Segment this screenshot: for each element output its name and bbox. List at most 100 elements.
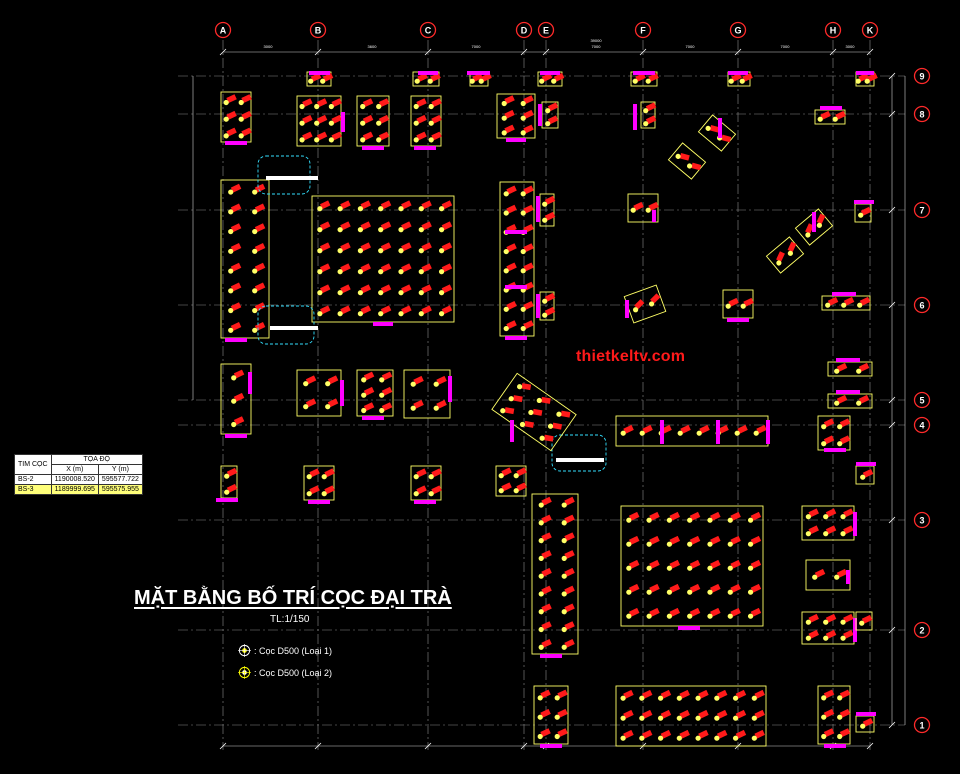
pile-marker	[327, 398, 339, 408]
pile	[643, 102, 657, 114]
pile-circle	[821, 714, 827, 720]
pile	[224, 483, 238, 495]
pile-marker	[319, 242, 331, 252]
pile-cap	[855, 465, 875, 485]
pile-circle	[639, 430, 645, 436]
pile-marker	[506, 320, 517, 330]
pile-marker	[360, 263, 372, 273]
grid-bubble-circle	[309, 21, 327, 39]
pile	[821, 435, 835, 447]
tie-beam	[362, 416, 384, 420]
pile	[676, 689, 690, 701]
pile-marker	[501, 467, 512, 477]
pile	[503, 243, 517, 255]
pile-marker	[641, 729, 653, 739]
pile	[787, 241, 797, 256]
grid-bubble-label: 4	[919, 421, 924, 431]
grid-bubble-circle	[913, 621, 931, 639]
pile-marker	[564, 603, 575, 613]
pile	[520, 243, 534, 255]
pile-cap	[817, 415, 851, 451]
pile	[410, 399, 424, 411]
pile-marker	[754, 709, 765, 719]
pile	[747, 607, 762, 619]
pile-marker	[319, 305, 331, 315]
white-marker	[556, 458, 604, 462]
pile-circle	[666, 613, 673, 619]
pile-circle	[328, 103, 334, 110]
pile	[378, 284, 392, 296]
pile-circle	[321, 474, 327, 480]
pile-circle	[687, 589, 693, 595]
pile-circle	[314, 137, 320, 143]
pile-circle	[554, 695, 560, 701]
pile	[860, 468, 874, 480]
pile	[317, 284, 331, 296]
pile-circle	[817, 116, 823, 122]
pile-marker	[413, 399, 424, 409]
pile-marker	[730, 607, 741, 617]
pile	[231, 369, 245, 381]
pile	[376, 98, 390, 110]
pile	[561, 639, 575, 650]
pile-marker	[413, 375, 424, 385]
pile-marker	[504, 407, 515, 415]
dimension-tick	[542, 48, 550, 56]
pile-marker	[547, 102, 559, 112]
tie-beam	[538, 104, 542, 126]
pile-circle	[414, 78, 420, 84]
pile	[714, 729, 728, 741]
pile-marker	[730, 559, 741, 569]
pile-circle	[821, 695, 827, 701]
pile	[228, 302, 242, 314]
pile	[414, 72, 428, 84]
pile	[252, 282, 266, 294]
pile-marker	[380, 284, 392, 294]
pile	[325, 375, 339, 387]
pile-circle	[469, 78, 475, 84]
pile-circle	[503, 248, 509, 255]
pile-circle	[858, 212, 864, 218]
pile-marker	[362, 131, 374, 141]
pile	[520, 320, 534, 332]
tie-beam	[832, 292, 856, 296]
pile	[732, 689, 747, 701]
grid-bubble-circle	[913, 67, 931, 85]
pile-marker	[506, 301, 517, 310]
pile	[825, 296, 839, 308]
pile-circle	[538, 502, 544, 508]
pile-marker	[557, 708, 568, 718]
pile-circle	[864, 78, 870, 84]
pile-marker	[776, 251, 785, 262]
pile-circle	[561, 502, 567, 508]
pile-marker	[254, 183, 266, 193]
pile-circle	[320, 78, 326, 84]
pile	[676, 729, 690, 741]
coord-y: 595577.722	[97, 474, 143, 485]
pile-circle	[561, 591, 567, 597]
tie-beam	[652, 210, 656, 222]
pile-cap	[491, 372, 577, 452]
pile-circle	[551, 78, 557, 84]
pile-marker	[859, 296, 871, 306]
pile-circle	[855, 78, 861, 84]
pile-marker	[843, 613, 854, 623]
pile	[317, 242, 331, 254]
pile-circle	[859, 620, 865, 626]
tie-beam	[540, 744, 562, 748]
pile	[328, 114, 342, 126]
pile-circle	[376, 120, 382, 126]
pile	[379, 386, 393, 398]
pile-circle	[537, 714, 543, 720]
pile	[317, 305, 331, 317]
dimension-tick	[888, 396, 896, 404]
pile-circle	[418, 227, 424, 233]
pile-circle	[666, 589, 673, 595]
pile-cap-outline	[640, 101, 656, 129]
pile-circle	[500, 408, 506, 414]
pile-marker	[401, 263, 412, 273]
pile-circle	[252, 189, 258, 195]
pile	[707, 559, 721, 571]
pile-marker	[836, 568, 848, 578]
pile	[687, 559, 701, 571]
